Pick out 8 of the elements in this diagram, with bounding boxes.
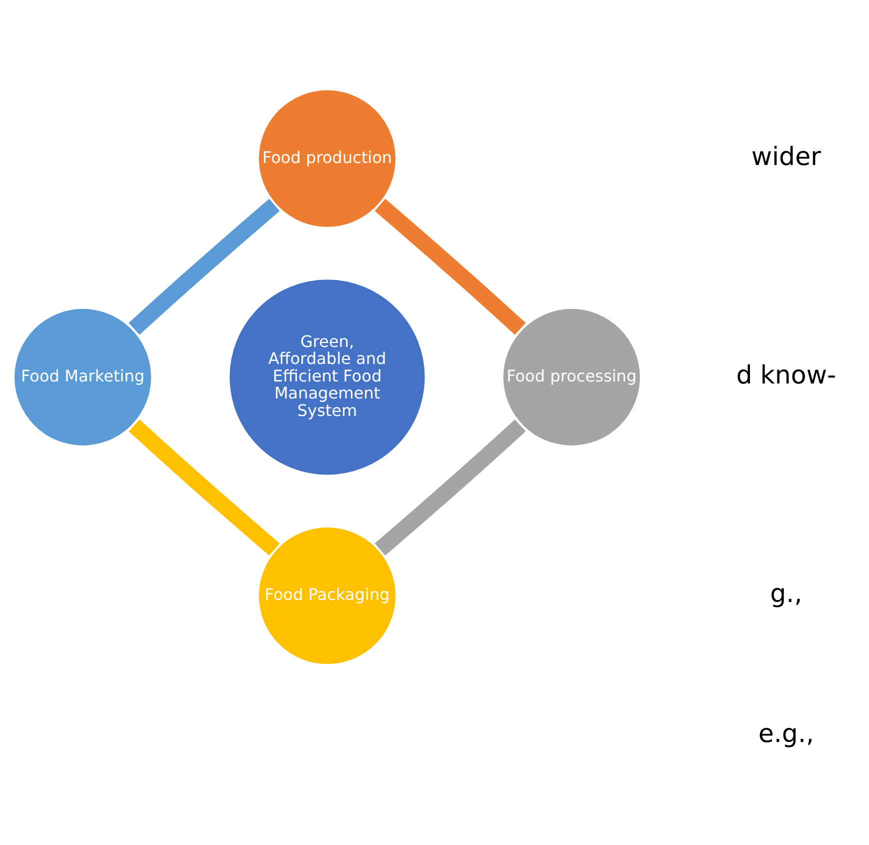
connector: [128, 420, 280, 556]
label: d know-: [736, 360, 836, 390]
label: e.g.,: [758, 719, 814, 748]
label: wider: [751, 142, 821, 172]
connector: [128, 198, 280, 335]
label: g.,: [770, 579, 802, 608]
connector: [374, 198, 526, 335]
connector: [374, 420, 526, 556]
